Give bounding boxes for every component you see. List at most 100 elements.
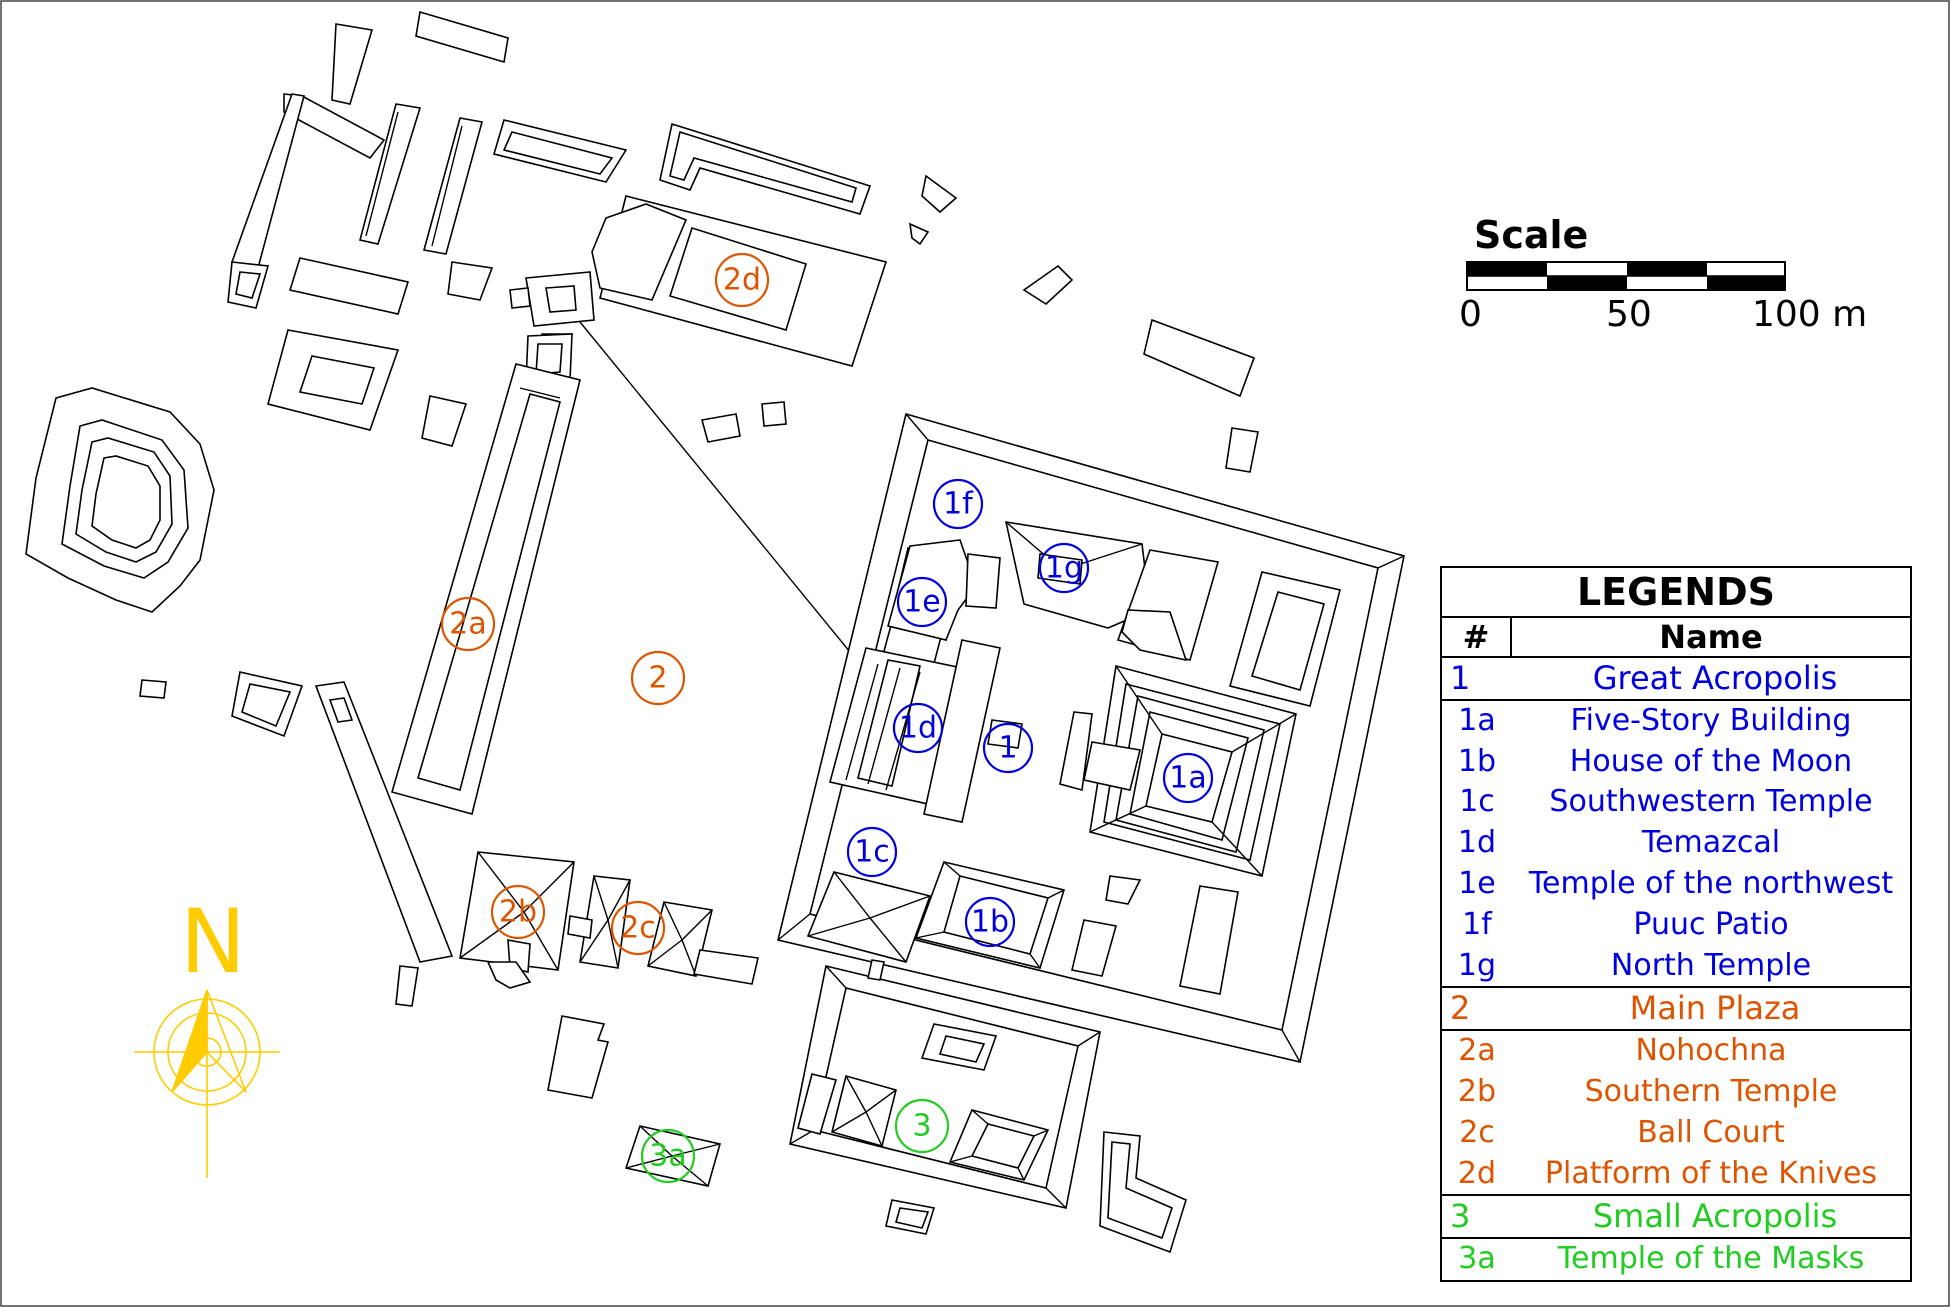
legend-row-num: 3a [1458, 1241, 1496, 1277]
legend-row-num: 1g [1457, 947, 1497, 983]
legend-row-num: 3 [1450, 1197, 1471, 1236]
legend-title: LEGENDS [1442, 568, 1910, 618]
marker-label: 2 [648, 661, 667, 696]
legend-row-num: 2a [1458, 1033, 1496, 1069]
marker-label: 2b [499, 895, 537, 930]
marker-1a: 1a [1162, 752, 1214, 804]
legend-row-name: Temple of the Masks [1557, 1241, 1865, 1277]
marker-2c: 2c [610, 900, 666, 956]
legend-col-name: Name [1659, 618, 1763, 656]
marker-1d: 1d [892, 702, 944, 754]
legend-row-1g: 1g North Temple [1442, 946, 1910, 989]
legend-row-num: 1f [1462, 906, 1492, 942]
marker-circle [640, 1128, 696, 1184]
legend-row-num: 1 [1450, 659, 1471, 697]
legend-col-num: # [1442, 618, 1512, 656]
legend-row-2c: 2c Ball Court [1442, 1113, 1910, 1154]
marker-1b: 1b [964, 896, 1016, 948]
legend-row-name: Nohochna [1635, 1033, 1787, 1069]
marker-circle [894, 1098, 950, 1154]
marker-circle [964, 896, 1016, 948]
legend-row-name: Temple of the northwest [1528, 865, 1894, 901]
legend-row-num: 2b [1457, 1073, 1497, 1109]
marker-2b: 2b [490, 884, 546, 940]
marker-label: 2a [449, 607, 486, 642]
marker-label: 1a [1169, 761, 1206, 796]
scale-label-50: 50 [1606, 294, 1652, 335]
legend-row-name: House of the Moon [1569, 743, 1853, 779]
legend-row-name: Ball Court [1637, 1114, 1785, 1150]
legend-row-name: Platform of the Knives [1544, 1155, 1878, 1191]
marker-circle [896, 576, 948, 628]
legend-rows: 1 Great Acropolis 1a Five-Story Building 1b H… [1442, 658, 1910, 1280]
marker-circle [630, 650, 686, 706]
legend-row-name: Puuc Patio [1633, 906, 1789, 942]
great-acropolis [777, 413, 1405, 1063]
compass-rose-icon [134, 989, 280, 1178]
legend-row-1c: 1c Southwestern Temple [1442, 782, 1910, 823]
legend-row-name: Temazcal [1641, 825, 1781, 861]
legend-row-1b: 1b House of the Moon [1442, 742, 1910, 783]
legend-row-name: Five-Story Building [1570, 702, 1852, 738]
legend-row-3a: 3a Temple of the Masks [1442, 1239, 1910, 1280]
marker-label: 1e [903, 585, 941, 620]
marker-1c: 1c [846, 826, 898, 878]
marker-1f: 1f [932, 478, 984, 530]
marker-label: 1c [854, 835, 890, 870]
legend-row-num: 2d [1457, 1155, 1497, 1191]
marker-1e: 1e [896, 576, 948, 628]
marker-label: 3 [912, 1109, 931, 1144]
buildings-north [227, 10, 1259, 473]
marker-circle [440, 596, 496, 652]
marker-circle [610, 900, 666, 956]
marker-circle [932, 478, 984, 530]
north-label: N [180, 890, 246, 993]
marker-circle [846, 826, 898, 878]
legend-row-name: Great Acropolis [1592, 659, 1838, 697]
marker-label: 1 [998, 731, 1017, 766]
marker-label: 2d [723, 263, 761, 298]
legend-row-num: 1b [1457, 743, 1497, 779]
marker-label: 1f [943, 487, 974, 522]
legend-row-3: 3 Small Acropolis [1442, 1196, 1910, 1240]
legend-row-2b: 2b Southern Temple [1442, 1072, 1910, 1113]
southern-temple-and-ball-court [395, 851, 759, 1099]
legend-row-name: North Temple [1610, 947, 1812, 983]
legend-row-name: Small Acropolis [1592, 1197, 1838, 1236]
legend-row-1e: 1e Temple of the northwest [1442, 864, 1910, 905]
marker-label: 1g [1045, 551, 1083, 586]
site-markers: 1 1a 1b 1c 1d 1e 1f 1g 2 2a 2b 2c 2d 3 3a [440, 252, 1214, 1184]
marker-circle [714, 252, 770, 308]
marker-1g: 1g [1038, 542, 1090, 594]
legend-row-name: Southern Temple [1584, 1073, 1838, 1109]
marker-2: 2 [630, 650, 686, 706]
legend-row-num: 1c [1459, 784, 1495, 820]
marker-circle [982, 722, 1034, 774]
legend-table: LEGENDS # Name 1 Great Acropolis 1a Five-St… [1440, 566, 1912, 1282]
scale-label-0: 0 [1459, 294, 1482, 335]
legend-row-1: 1 Great Acropolis [1442, 658, 1910, 701]
legend-row-num: 1a [1458, 702, 1496, 738]
small-acropolis [624, 959, 1187, 1254]
legend-header: # Name [1442, 618, 1910, 658]
legend-row-num: 2c [1459, 1114, 1495, 1150]
legend-row-2a: 2a Nohochna [1442, 1031, 1910, 1072]
marker-label: 1b [971, 905, 1009, 940]
marker-3a: 3a [640, 1128, 696, 1184]
legend-row-name: Main Plaza [1629, 989, 1801, 1028]
marker-2a: 2a [440, 596, 496, 652]
nohochna-building [139, 321, 851, 963]
legend-row-2d: 2d Platform of the Knives [1442, 1154, 1910, 1197]
marker-circle [490, 884, 546, 940]
legend-row-name: Southwestern Temple [1549, 784, 1873, 820]
scale-title: Scale [1474, 213, 1588, 257]
marker-circle [892, 702, 944, 754]
marker-label: 2c [620, 911, 656, 946]
legend-row-num: 1e [1458, 865, 1496, 901]
legend-row-1a: 1a Five-Story Building [1442, 701, 1910, 742]
marker-label: 3a [649, 1139, 686, 1174]
scale-label-100: 100 m [1752, 294, 1867, 335]
